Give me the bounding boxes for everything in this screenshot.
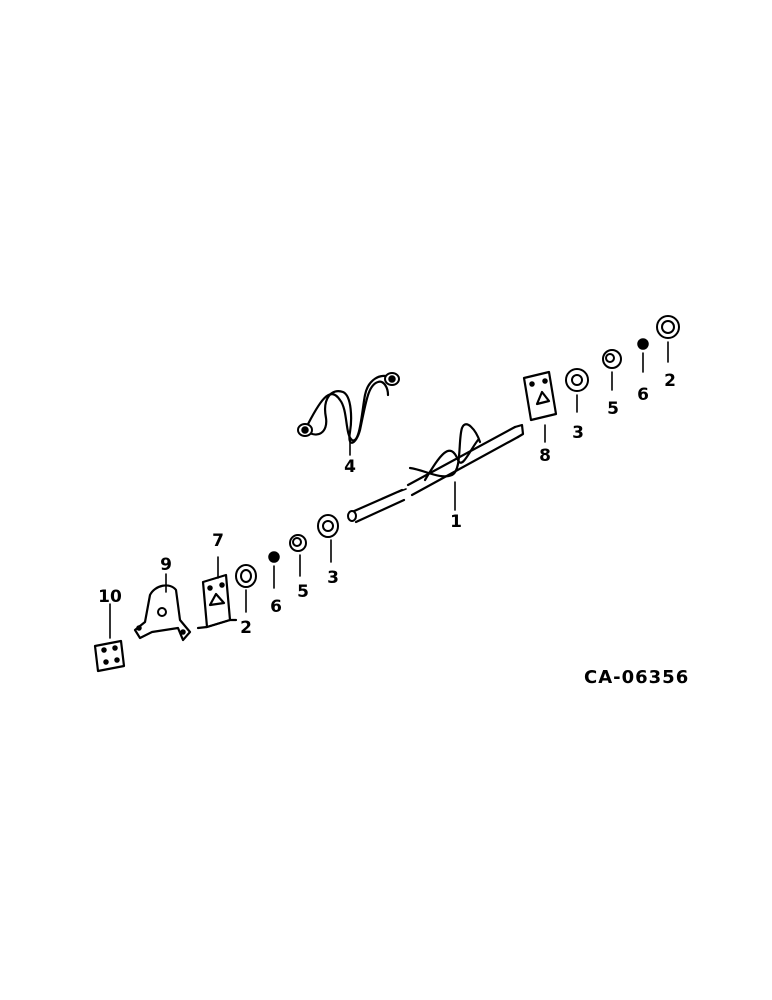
callout-5-left: 5 <box>297 582 309 602</box>
callout-3-right: 3 <box>572 423 584 443</box>
diagram-code: CA-06356 <box>584 667 689 688</box>
bearing-right <box>565 368 589 392</box>
callout-6-left: 6 <box>270 597 282 617</box>
bearing-plate-right <box>522 370 558 422</box>
collar-left <box>289 534 307 552</box>
washer-right <box>656 315 680 339</box>
callout-3-left: 3 <box>327 568 339 588</box>
callout-9: 9 <box>160 555 172 575</box>
grease-fitting-right <box>637 338 649 350</box>
callout-10: 10 <box>98 587 122 607</box>
auger-flight <box>297 372 400 444</box>
bearing-bracket <box>133 584 192 642</box>
washer-left <box>235 564 257 588</box>
callout-1: 1 <box>450 512 462 532</box>
bearing-left <box>317 514 339 538</box>
callout-4: 4 <box>344 457 356 477</box>
collar-right <box>602 349 622 369</box>
callout-8: 8 <box>539 446 551 466</box>
callout-2-right: 2 <box>664 371 676 391</box>
auger-shaft <box>347 423 525 524</box>
callout-6-right: 6 <box>637 385 649 405</box>
shim-plate <box>93 639 126 673</box>
bearing-plate-left <box>196 573 238 630</box>
grease-fitting-left <box>268 551 280 563</box>
callout-2-left: 2 <box>240 618 252 638</box>
callout-5-right: 5 <box>607 399 619 419</box>
callout-7: 7 <box>212 531 224 551</box>
